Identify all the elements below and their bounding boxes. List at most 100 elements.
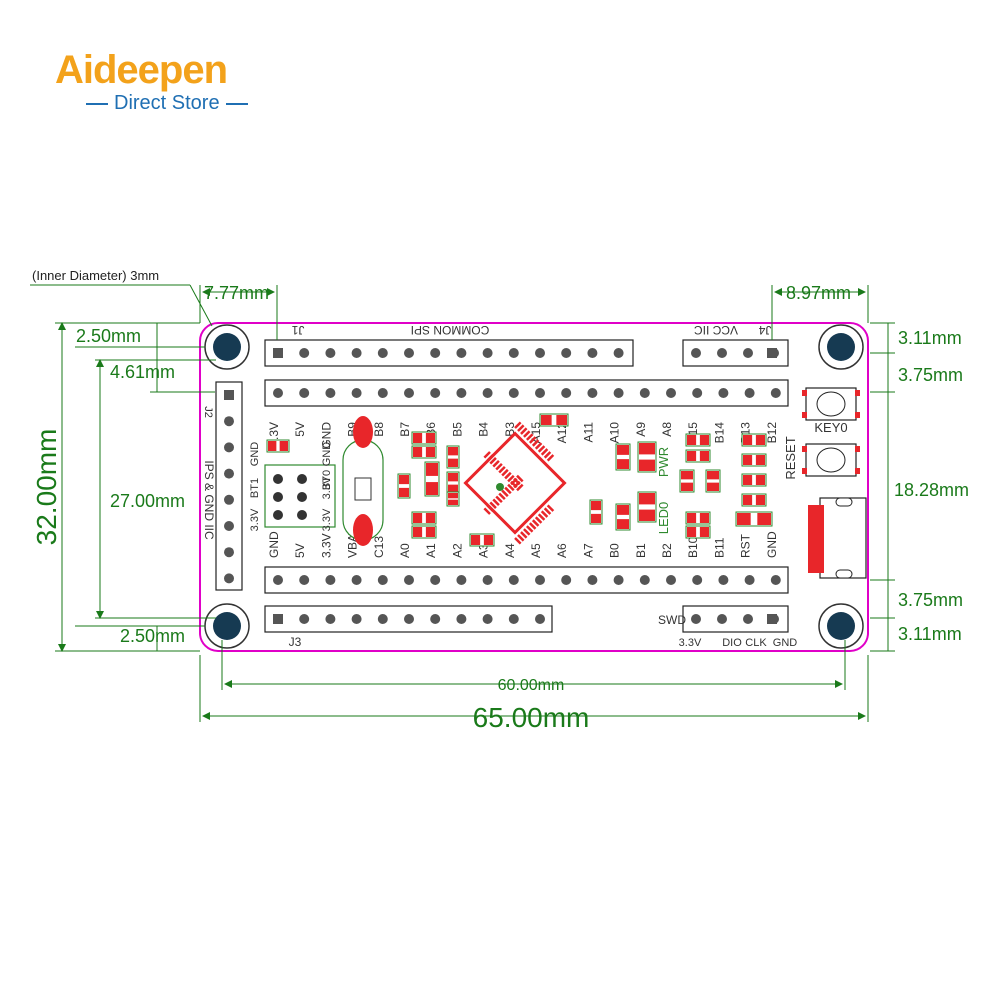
mcu-pin — [513, 477, 521, 486]
mcu-pin — [504, 471, 512, 480]
pin — [224, 416, 234, 427]
pin-label: B11 — [712, 537, 726, 558]
dim-bottom-right-1: 3.75mm — [898, 590, 963, 610]
mcu-pin — [517, 424, 525, 432]
mcu-pins — [483, 421, 555, 545]
j2-label: J2 — [202, 406, 214, 418]
smd-part — [615, 503, 631, 531]
mcu-pin — [543, 451, 552, 459]
pin — [325, 614, 336, 624]
swd-pin-label: CLK — [745, 637, 767, 649]
mcu-pin — [531, 519, 540, 527]
pin — [325, 348, 336, 358]
crystal — [342, 416, 384, 546]
smd-part — [266, 439, 290, 453]
pin — [770, 575, 781, 585]
mcu-pin — [483, 451, 491, 459]
pin — [299, 575, 310, 585]
pin — [535, 575, 545, 585]
pin — [508, 388, 519, 398]
dim-hole-top-left: 2.50mm — [76, 326, 141, 346]
mcu-pin — [514, 421, 522, 429]
pin-label: 5V — [293, 422, 307, 437]
pin — [404, 614, 414, 624]
pin-label: B12 — [765, 422, 779, 444]
header-top-row — [264, 379, 789, 407]
pin-label: GND — [267, 531, 281, 558]
swd-pin-label: 3.3V — [679, 637, 702, 649]
pin — [587, 348, 598, 358]
pin — [404, 388, 414, 398]
mcu-pin — [523, 528, 531, 536]
pin — [456, 614, 467, 624]
mcu-pin — [523, 430, 531, 438]
mcu-pin — [507, 483, 515, 492]
pin — [718, 575, 729, 585]
mcu-pin — [525, 525, 534, 533]
pin — [770, 388, 781, 398]
smd-part — [741, 433, 767, 447]
pin — [743, 348, 753, 358]
pin — [561, 348, 572, 358]
dim-top-right-2: 3.75mm — [898, 365, 963, 385]
smd-part — [685, 525, 711, 539]
pin — [482, 348, 493, 358]
pin-label: B8 — [372, 422, 386, 437]
pin — [692, 575, 703, 585]
smd-components — [266, 413, 773, 547]
smd-part — [685, 449, 711, 463]
mcu-pin — [486, 504, 494, 512]
pin — [744, 388, 755, 398]
pin-square — [273, 614, 283, 624]
smd-part — [741, 473, 767, 487]
dim-hole-bottom-left: 2.50mm — [120, 626, 185, 646]
pin — [535, 614, 545, 624]
dim-inner-diameter: (Inner Diameter) 3mm — [32, 268, 159, 283]
smd-part — [685, 433, 711, 447]
reset-button — [802, 443, 860, 477]
pin — [691, 614, 701, 624]
pin — [613, 388, 624, 398]
mcu-pin — [546, 504, 555, 512]
mcu-pin — [492, 460, 500, 468]
dim-top-left-offset: 7.77mm — [204, 283, 269, 303]
pin — [666, 575, 676, 585]
smd-part — [539, 413, 569, 427]
smd-part — [424, 461, 440, 497]
pin — [691, 348, 701, 358]
pin — [456, 388, 467, 398]
boot-label: GND — [249, 442, 261, 467]
smd-part — [446, 491, 460, 507]
mcu-pin — [540, 448, 549, 456]
pin — [717, 348, 727, 358]
header-bottom-row — [264, 566, 789, 594]
swd-pin-label: GND — [773, 637, 798, 649]
dim-total-width: 65.00mm — [473, 702, 590, 733]
smd-part — [411, 525, 437, 539]
dim-top-right-offset: 8.97mm — [786, 283, 851, 303]
header-pins — [224, 348, 781, 624]
smd-part — [446, 445, 460, 469]
pin — [299, 388, 310, 398]
smd-part — [637, 491, 657, 523]
mcu-pin — [492, 498, 500, 506]
pin — [430, 614, 441, 624]
pin-label: C13 — [372, 536, 386, 558]
pin-square — [273, 348, 283, 358]
pin-label: A5 — [529, 543, 543, 558]
mcu-pin — [546, 454, 555, 462]
pin — [351, 575, 362, 585]
swd-label: SWD — [658, 613, 686, 627]
smd-part — [735, 511, 773, 527]
brand-logo: Aideepen — [55, 48, 228, 93]
pwr-label: PWR — [656, 447, 671, 477]
pin — [377, 348, 388, 358]
pin — [456, 348, 467, 358]
pin — [351, 614, 362, 624]
boot-label: BT1 — [249, 478, 261, 498]
boot-label: 3.3V — [321, 508, 333, 531]
pin — [482, 614, 493, 624]
smd-part — [397, 473, 411, 499]
